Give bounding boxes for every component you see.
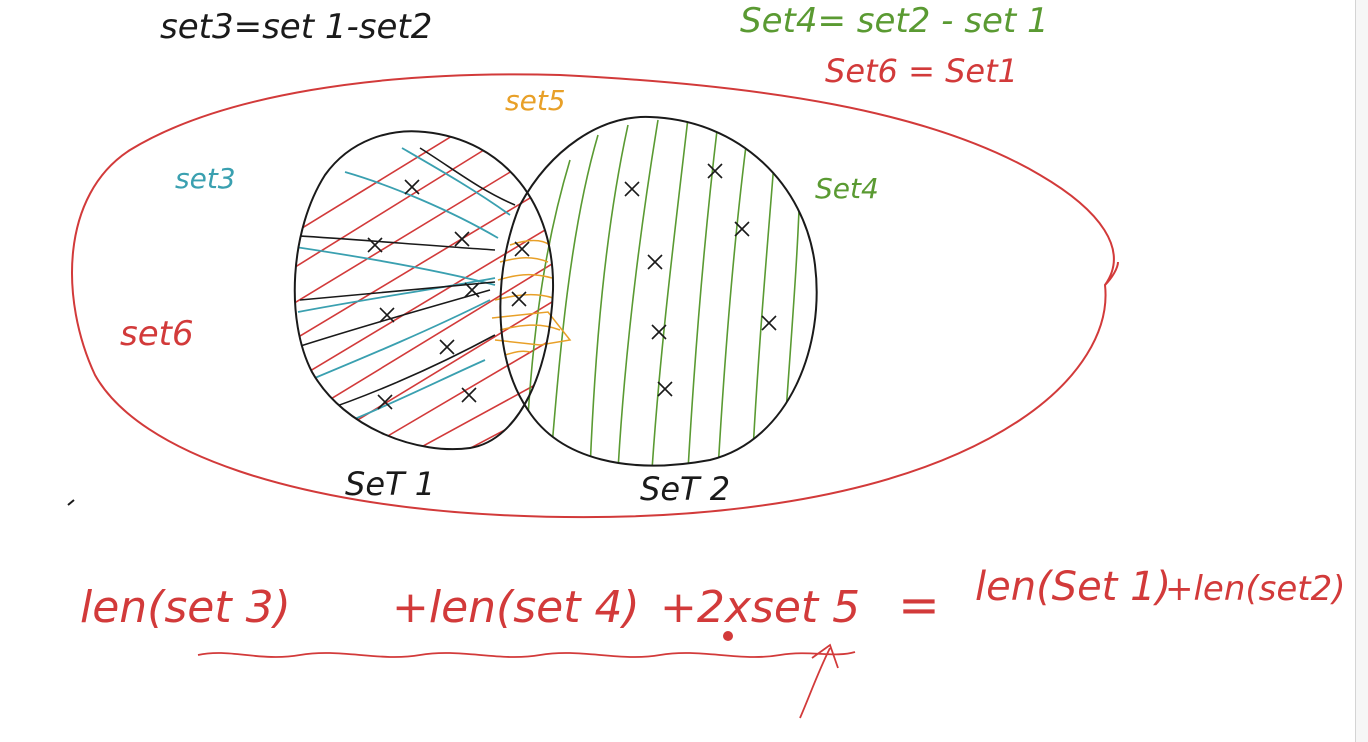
- element-cross: [404, 179, 420, 195]
- formula-len-set4: +len(set 4): [392, 582, 640, 633]
- formula-equals: =: [898, 576, 940, 634]
- label-set2: SeT 2: [640, 470, 730, 508]
- universe-boundary: [71, 73, 1119, 519]
- label-set1: SeT 1: [345, 465, 435, 503]
- set3-blue-hatch: [294, 147, 511, 426]
- formula-2x-set5: +2xset 5: [660, 582, 860, 633]
- element-markers: [367, 163, 777, 410]
- label-set6: set6: [120, 314, 194, 354]
- element-cross: [367, 237, 383, 253]
- stray-mark: [67, 499, 75, 506]
- window-edge: [1355, 0, 1368, 742]
- set1-circle: [293, 130, 555, 451]
- formula-underline: [197, 651, 856, 658]
- formula-len-set3: len(set 3): [80, 582, 291, 633]
- element-cross: [761, 315, 777, 331]
- formula-len-set1: len(Set 1): [975, 564, 1171, 610]
- element-cross: [651, 324, 667, 340]
- element-cross: [707, 163, 723, 179]
- arrow-up: [799, 643, 839, 719]
- definition-set4: Set4= set2 - set 1: [740, 1, 1049, 41]
- formula-len-set2: +len(set2): [1165, 569, 1346, 609]
- element-cross: [377, 394, 393, 410]
- definition-set3: set3=set 1-set2: [160, 7, 432, 47]
- element-cross: [379, 307, 395, 323]
- label-set5: set5: [505, 84, 566, 117]
- set2-green-hatch: [524, 117, 801, 466]
- pointer-dot: [723, 631, 733, 641]
- element-cross: [439, 339, 455, 355]
- element-cross: [647, 254, 663, 270]
- element-cross: [511, 291, 527, 307]
- element-cross: [514, 241, 530, 257]
- element-cross: [461, 387, 477, 403]
- element-cross: [657, 381, 673, 397]
- label-set3: set3: [175, 162, 236, 195]
- element-cross: [464, 282, 480, 298]
- element-cross: [734, 221, 750, 237]
- label-set4: Set4: [815, 172, 879, 205]
- element-cross: [624, 181, 640, 197]
- definition-set6: Set6 = Set1: [825, 52, 1018, 90]
- element-cross: [454, 231, 470, 247]
- set2-circle: [499, 115, 818, 467]
